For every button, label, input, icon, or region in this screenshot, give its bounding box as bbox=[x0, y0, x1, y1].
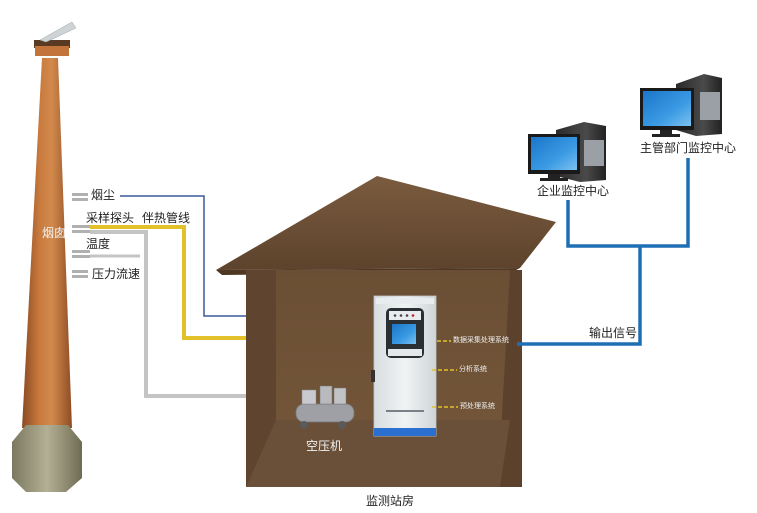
output-signal-network bbox=[517, 158, 690, 346]
chimney bbox=[12, 21, 82, 492]
temperature-probe-label: 温度 bbox=[86, 237, 111, 251]
system-leaders bbox=[432, 340, 458, 408]
cabinet-screen bbox=[392, 324, 416, 344]
cabinet-base-stripe bbox=[374, 428, 436, 436]
sampling-probe-label: 采样探头 bbox=[86, 211, 135, 225]
data-acquisition-system-label: 数据采集处理系统 bbox=[453, 336, 509, 344]
dust-signal-line bbox=[120, 195, 246, 317]
monitoring-station-label: 监测站房 bbox=[366, 494, 415, 508]
chimney-label: 烟囱 bbox=[42, 226, 67, 240]
authority-computer bbox=[640, 74, 722, 137]
chimney-top-band bbox=[35, 46, 69, 56]
chimney-base bbox=[12, 425, 82, 492]
output-signal-line bbox=[517, 246, 642, 346]
pretreatment-system-label: 预处理系统 bbox=[460, 402, 495, 410]
enterprise-computer bbox=[528, 122, 606, 182]
heated-line-label: 伴热管线 bbox=[142, 211, 191, 225]
center-link-line bbox=[566, 158, 690, 248]
analysis-system-label: 分析系统 bbox=[459, 365, 487, 373]
pressure-flow-probe-label: 压力流速 bbox=[92, 267, 141, 281]
authority-center-label: 主管部门监控中心 bbox=[640, 141, 737, 155]
chimney-rim bbox=[34, 40, 70, 48]
heated-sampling-line bbox=[90, 225, 246, 340]
enterprise-center-label: 企业监控中心 bbox=[537, 184, 610, 198]
house-roof bbox=[216, 176, 556, 270]
output-signal-label: 输出信号 bbox=[589, 326, 638, 340]
air-compressor-label: 空压机 bbox=[306, 439, 343, 453]
chimney-cap bbox=[39, 21, 77, 43]
analyzer-cabinet bbox=[371, 295, 437, 437]
air-compressor bbox=[295, 385, 355, 429]
gas-pipe-outer bbox=[90, 230, 246, 398]
house-floor bbox=[246, 420, 510, 487]
probe-stubs bbox=[72, 193, 90, 278]
chimney-body bbox=[22, 58, 72, 428]
dust-probe-label: 烟尘 bbox=[91, 188, 116, 202]
